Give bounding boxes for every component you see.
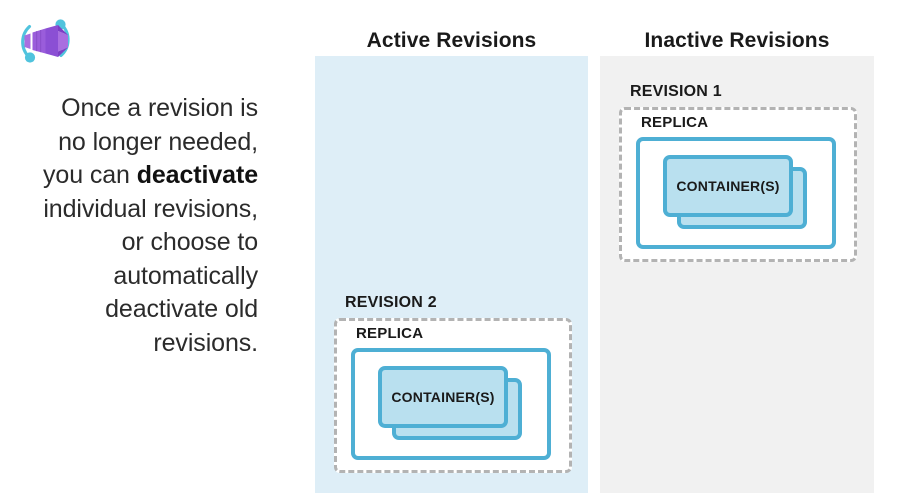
description-line-2: no longer needed, xyxy=(58,127,258,156)
azure-container-apps-icon xyxy=(14,12,76,70)
left-column: Once a revision is no longer needed, you… xyxy=(0,0,290,501)
description-line-1: Once a revision is xyxy=(61,94,258,122)
description-paragraph: Once a revision is no longer needed, you… xyxy=(8,92,258,360)
revision-group-2: REVISION 2 REPLICA CONTAINER(S) xyxy=(334,294,572,478)
description-line-7: deactivate old xyxy=(105,295,258,323)
revision-1-label: REVISION 1 xyxy=(630,83,722,100)
revision-2-container-label: CONTAINER(S) xyxy=(391,389,495,405)
revision-2-label: REVISION 2 xyxy=(345,294,437,311)
description-line-8: revisions. xyxy=(153,328,258,357)
description-line-3-prefix: you can xyxy=(42,161,137,189)
active-revisions-heading: Active Revisions xyxy=(366,29,537,52)
description-line-4: individual revisions, xyxy=(43,194,258,223)
description-emphasis-deactivate: deactivate xyxy=(136,161,258,189)
inactive-revisions-heading: Inactive Revisions xyxy=(644,29,830,52)
revision-group-1: REVISION 1 REPLICA CONTAINER(S) xyxy=(619,83,857,267)
revision-1-container-label: CONTAINER(S) xyxy=(676,178,780,194)
description-line-6: automatically xyxy=(113,261,258,290)
revision-1-container-card-front: CONTAINER(S) xyxy=(663,155,793,217)
revision-2-container-card-front: CONTAINER(S) xyxy=(378,366,508,428)
revision-1-replica-label: REPLICA xyxy=(641,114,709,131)
revision-2-replica-label: REPLICA xyxy=(356,325,424,342)
description-line-5: or choose to xyxy=(121,228,258,256)
